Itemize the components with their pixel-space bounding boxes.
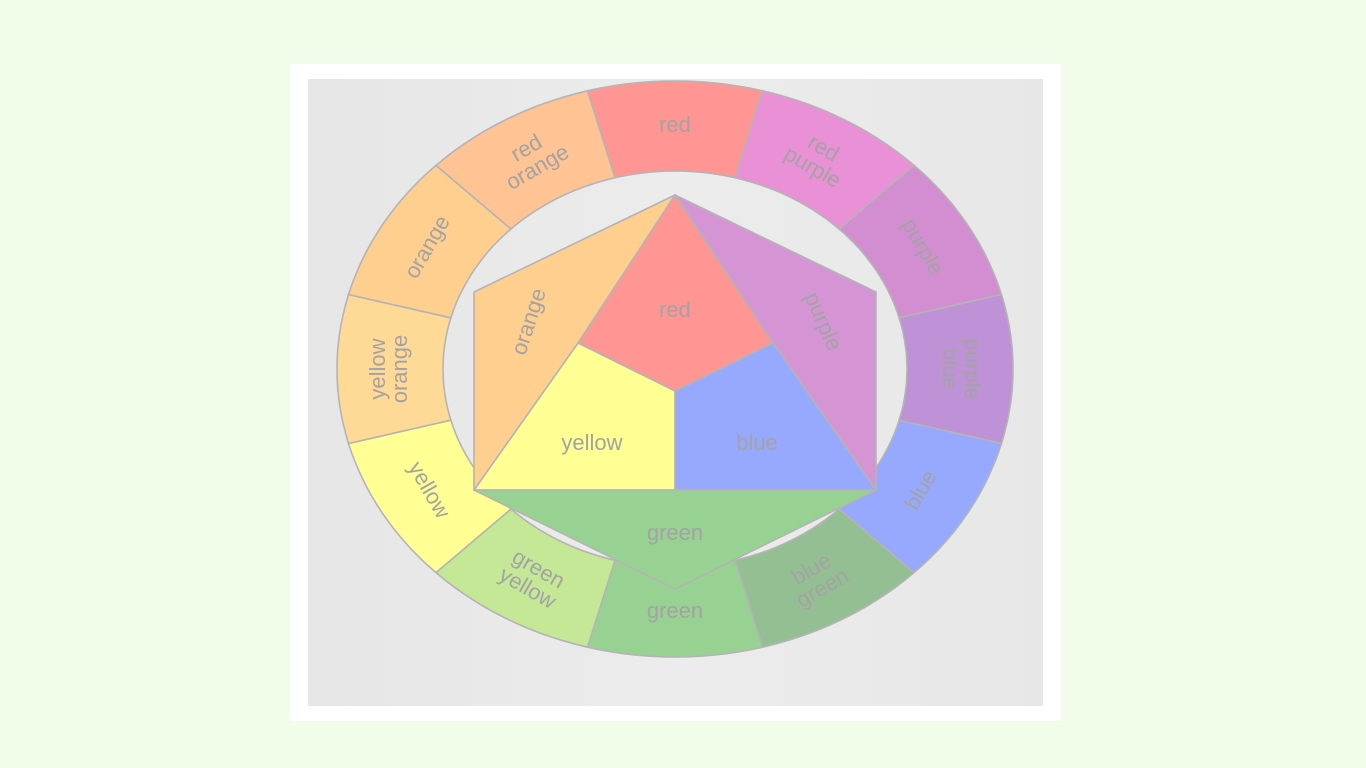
ring-label-word: red bbox=[659, 112, 691, 137]
ring-label-word: purple bbox=[960, 338, 985, 399]
ring-label-red: red bbox=[659, 112, 691, 137]
ring-segment-red-orange bbox=[434, 89, 617, 231]
outer-ring: redredpurplepurplepurplebluebluebluegree… bbox=[336, 80, 1014, 658]
inner-label-blue: blue bbox=[736, 430, 778, 455]
inner-label-green: green bbox=[647, 520, 703, 545]
inner-shape-green bbox=[473, 489, 877, 590]
ring-label-word: green bbox=[647, 598, 703, 623]
ring-label-word: blue bbox=[938, 348, 963, 390]
inner-label-yellow: yellow bbox=[561, 430, 622, 455]
ring-label-yellow-orange: yelloworange bbox=[365, 335, 412, 404]
ring-label-word: orange bbox=[387, 335, 412, 404]
ring-label-green: green bbox=[647, 598, 703, 623]
inner-label-red: red bbox=[659, 297, 691, 322]
ring-label-purple-blue: purpleblue bbox=[938, 338, 985, 399]
ring-label-word: yellow bbox=[365, 338, 390, 399]
color-wheel-diagram: redredpurplepurplepurplebluebluebluegree… bbox=[336, 80, 1014, 658]
